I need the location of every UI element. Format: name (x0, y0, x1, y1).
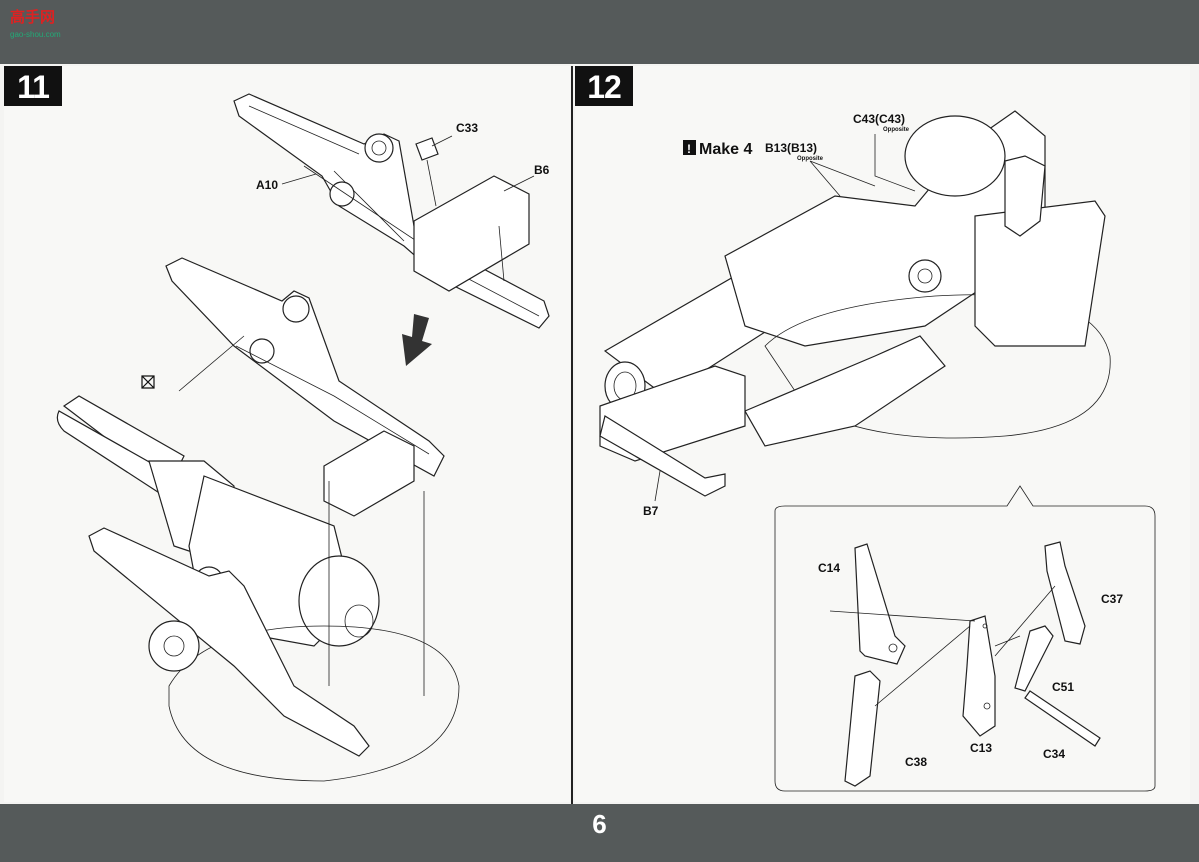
svg-text:!: ! (687, 142, 691, 156)
label-b6: B6 (534, 163, 550, 177)
label-c51: C51 (1052, 680, 1074, 694)
detail-parts (829, 541, 1101, 787)
part-b7 (599, 365, 746, 502)
panel-divider (571, 66, 573, 804)
step-11-drawing: A10 C33 B6 (56, 93, 550, 782)
step-12-badge: 12 (575, 66, 633, 106)
turntable-base (88, 527, 460, 782)
label-c43-note: Opposite (883, 127, 910, 133)
step-11-panel: 11 (4, 66, 570, 802)
label-c37: C37 (1101, 592, 1123, 606)
label-c34: C34 (1043, 747, 1065, 761)
top-band (0, 0, 1199, 64)
detail-callout (774, 485, 1156, 792)
direction-arrow-icon (402, 314, 432, 366)
make-count-text: Make 4 (699, 141, 752, 158)
label-c38: C38 (905, 755, 927, 769)
watermark-text: 高手网 (10, 9, 56, 26)
page-number: 6 (592, 809, 607, 839)
watermark-url: gao-shou.com (10, 30, 61, 39)
label-a10: A10 (256, 178, 278, 192)
part-c33 (415, 137, 439, 207)
step-12-panel: 12 ! Make 4 B13(B13) Opposite C43(C43) O… (575, 66, 1190, 802)
label-b13: B13(B13) (765, 141, 817, 155)
turntable-base-right (744, 155, 1111, 447)
label-c14: C14 (818, 561, 840, 575)
watermark-logo: 高手网 gao-shou.com (10, 6, 72, 40)
label-b7: B7 (643, 504, 659, 518)
step-11-badge: 11 (4, 66, 62, 106)
cement-icon (141, 375, 155, 389)
bottom-band (0, 804, 1199, 862)
label-b13-note: Opposite (797, 156, 824, 162)
step-12-drawing: ! Make 4 B13(B13) Opposite C43(C43) Oppo… (599, 110, 1156, 792)
label-c43: C43(C43) (853, 112, 905, 126)
make-count-note: ! Make 4 (683, 140, 752, 158)
label-c13: C13 (970, 741, 992, 755)
gun-body (603, 110, 1046, 411)
part-b6 (413, 175, 530, 292)
lower-frame (165, 257, 445, 517)
label-c33: C33 (456, 121, 478, 135)
exclamation-icon (683, 140, 696, 155)
